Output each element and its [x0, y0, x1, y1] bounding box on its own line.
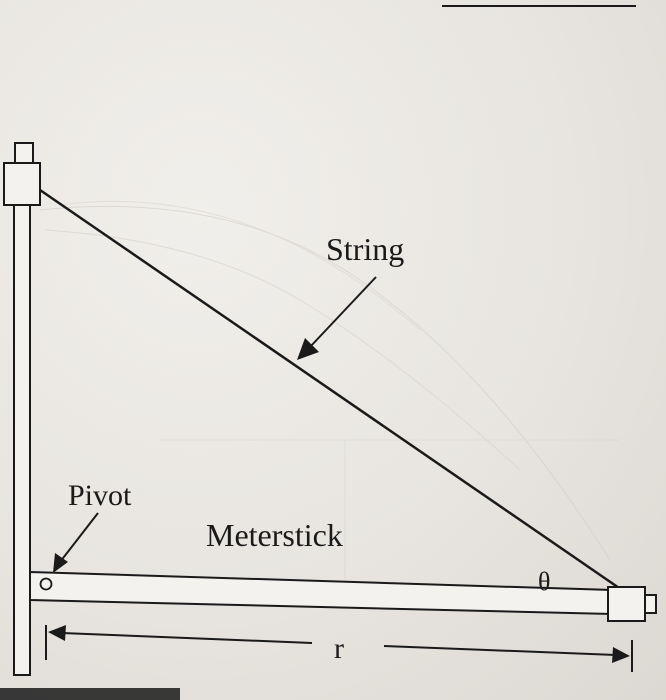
meterstick	[29, 570, 657, 622]
bleed-through	[39, 200, 620, 600]
faint-curve	[39, 205, 611, 561]
end-clamp	[607, 586, 646, 622]
vertical-post	[3, 142, 41, 676]
distance-dimension	[45, 625, 633, 672]
faint-curve	[59, 200, 421, 331]
pivot-point	[39, 577, 53, 591]
dimension-left-arrowhead	[48, 625, 66, 641]
string-arrow-shaft	[309, 276, 377, 348]
end-clamp-tab	[644, 594, 657, 614]
faint-curve	[44, 229, 521, 471]
meterstick-body	[29, 570, 613, 616]
upper-clamp	[3, 162, 41, 206]
dimension-right-arrowhead	[612, 647, 630, 663]
pivot-arrow-shaft	[59, 512, 99, 563]
dimension-left-line	[61, 632, 313, 644]
pivot-label: Pivot	[68, 479, 132, 512]
post-body	[13, 179, 31, 676]
distance-r-label: r	[334, 632, 344, 665]
dimension-right-line	[383, 645, 617, 656]
string-arrow-head	[297, 338, 319, 360]
post-top-cap	[14, 142, 34, 164]
label-arrows	[53, 276, 377, 573]
pivot-arrow-head	[53, 553, 68, 573]
string-line	[39, 188, 623, 592]
angle-theta-label: θ	[538, 567, 550, 596]
cropped-bottom-text	[0, 688, 180, 700]
string-label: String	[326, 231, 404, 267]
meterstick-label: Meterstick	[206, 517, 343, 553]
